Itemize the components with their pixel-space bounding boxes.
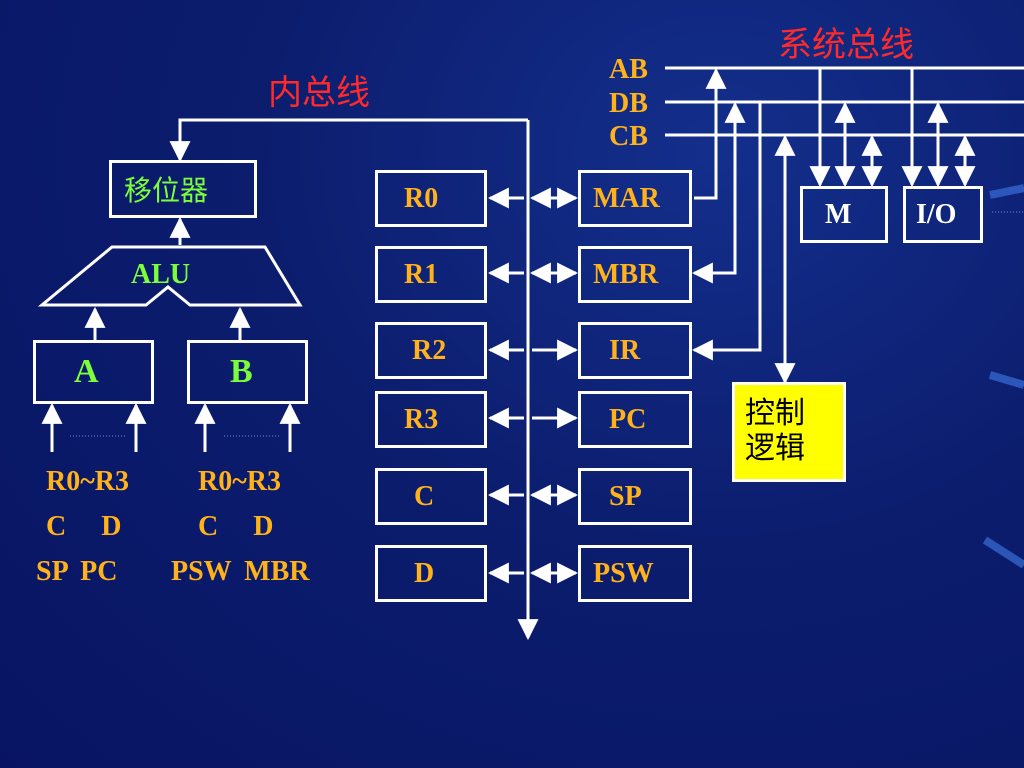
register-r2: R2: [375, 322, 487, 379]
memory-box: M: [800, 186, 888, 243]
register-sp-label: SP: [609, 480, 642, 512]
control-logic-line-2: 逻辑: [745, 430, 805, 466]
register-ir: IR: [578, 322, 692, 379]
register-mar-label: MAR: [593, 182, 660, 214]
memory-label: M: [825, 198, 852, 230]
input-b-line-3: PSW MBR: [171, 556, 310, 587]
register-c: C: [375, 468, 487, 525]
io-label: I/O: [916, 198, 957, 230]
control-logic-box: 控制 逻辑: [732, 382, 846, 482]
input-a-line-3: SP PC: [36, 556, 118, 587]
register-psw: PSW: [578, 545, 692, 602]
bus-label-cb: CB: [609, 121, 648, 152]
input-a-line-1: R0~R3: [46, 466, 130, 497]
register-r1: R1: [375, 246, 487, 303]
register-pc: PC: [578, 391, 692, 448]
register-d-label: D: [414, 557, 435, 589]
register-r1-label: R1: [404, 258, 439, 290]
latch-b-label: B: [230, 353, 253, 390]
input-a-line-2: C D: [46, 511, 122, 542]
register-r2-label: R2: [412, 334, 447, 366]
register-r3: R3: [375, 391, 487, 448]
latch-a-label: A: [74, 353, 99, 390]
shifter-output-line: [169, 118, 528, 163]
io-box: I/O: [903, 186, 983, 243]
register-c-label: C: [414, 480, 435, 512]
bus-label-ab: AB: [609, 54, 648, 85]
shifter-label: 移位器: [124, 174, 209, 207]
shifter-box: 移位器: [109, 160, 257, 218]
system-bus-title: 系统总线: [778, 25, 914, 65]
register-psw-label: PSW: [593, 557, 654, 589]
register-r0-label: R0: [404, 182, 439, 214]
register-ir-label: IR: [609, 334, 641, 366]
control-logic-line-1: 控制: [745, 396, 805, 431]
latch-a-box: A: [33, 340, 154, 404]
bus-label-db: DB: [609, 88, 648, 119]
register-sp: SP: [578, 468, 692, 525]
latch-b-box: B: [187, 340, 308, 404]
register-r0: R0: [375, 170, 487, 227]
register-mbr-label: MBR: [593, 258, 659, 290]
alu-label: ALU: [131, 259, 191, 290]
register-pc-label: PC: [609, 403, 647, 435]
alu-shape: [37, 245, 303, 307]
input-b-line-1: R0~R3: [198, 466, 282, 497]
register-mar: MAR: [578, 170, 692, 227]
register-r3-label: R3: [404, 403, 439, 435]
register-mbr: MBR: [578, 246, 692, 303]
register-d: D: [375, 545, 487, 602]
input-b-line-2: C D: [198, 511, 274, 542]
internal-bus-title: 内总线: [268, 73, 370, 113]
